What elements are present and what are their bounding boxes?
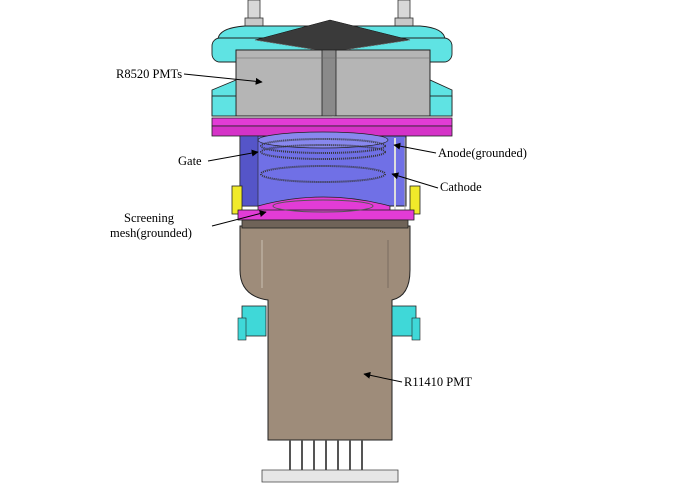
label-cathode: Cathode <box>440 180 482 194</box>
label-screening-1: Screening <box>124 211 175 225</box>
bottom-pmt <box>237 219 421 483</box>
label-bottom-pmt: R11410 PMT <box>404 375 472 389</box>
label-top-pmts: R8520 PMTs <box>116 67 182 81</box>
label-gate: Gate <box>178 154 202 168</box>
label-screening-2: mesh(grounded) <box>110 226 192 240</box>
middle-flange <box>211 79 453 117</box>
side-supports <box>231 185 421 215</box>
labels: R8520 PMTs Gate Anode(grounded) Cathode … <box>110 67 527 389</box>
screening-mesh-ring <box>237 196 415 221</box>
top-pmt-array <box>235 49 431 117</box>
label-anode: Anode(grounded) <box>438 146 527 160</box>
